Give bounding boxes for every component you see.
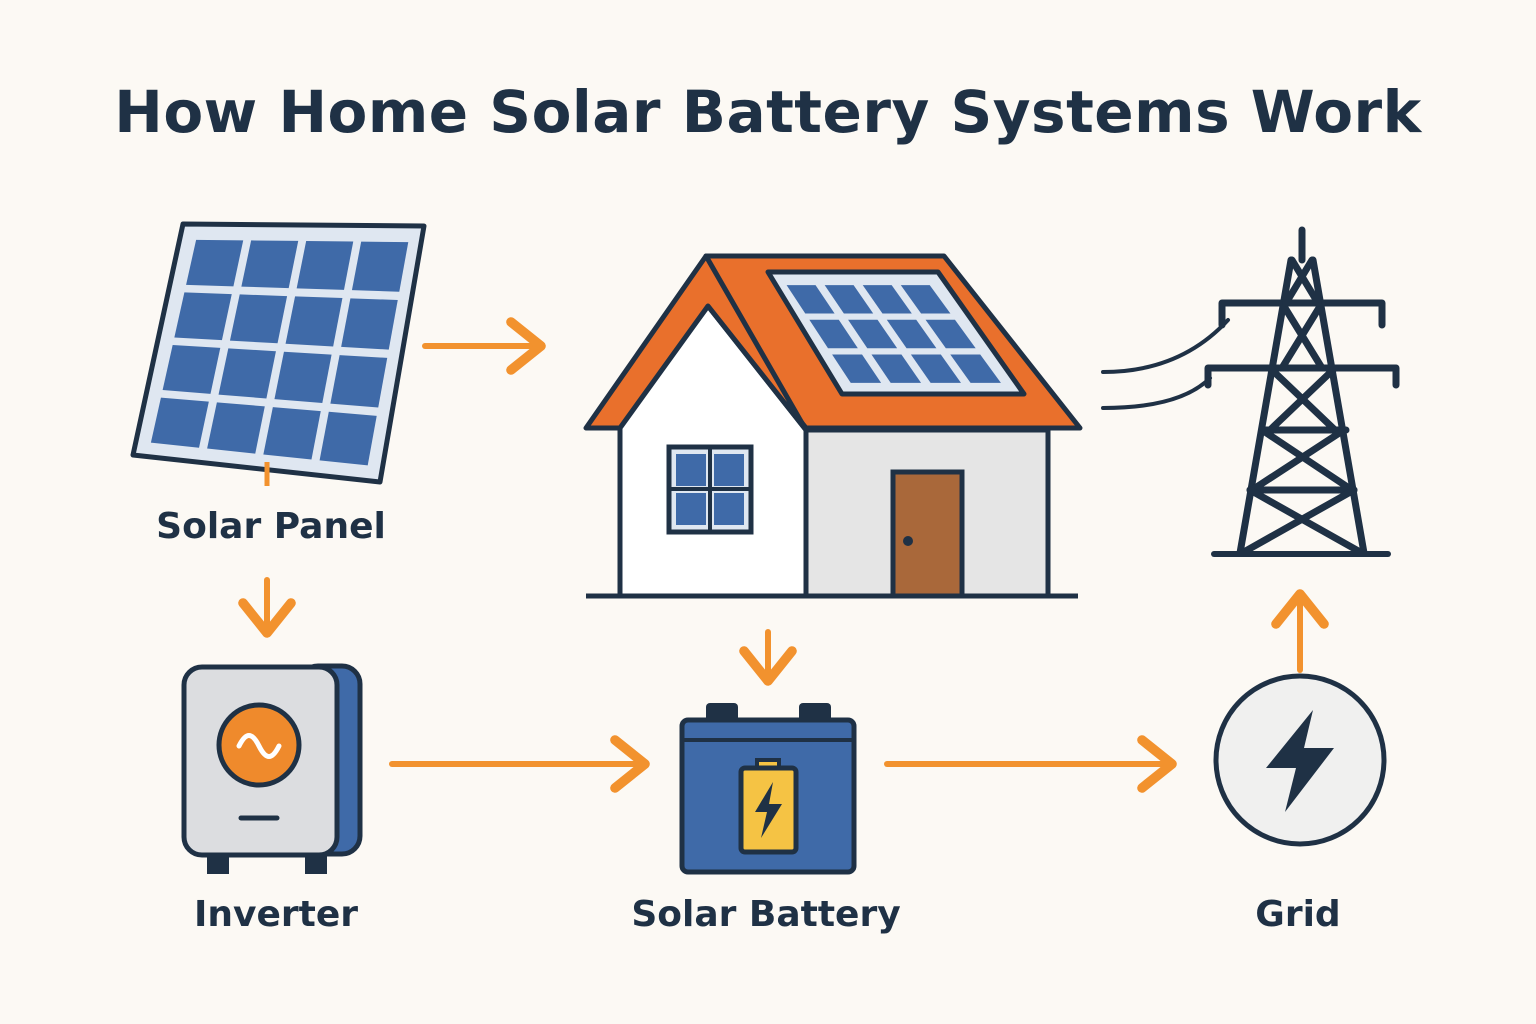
panel-cell (296, 241, 354, 290)
panel-cell (241, 240, 299, 289)
panel-cell (263, 407, 321, 460)
panel-cell (950, 354, 1001, 383)
panel-cell (351, 241, 409, 292)
panel-cell (925, 319, 976, 349)
panel-cell (186, 239, 244, 287)
panel-cell (174, 292, 232, 341)
house-icon (583, 253, 1083, 599)
panel-cell (910, 354, 961, 383)
panel-cell (824, 285, 874, 314)
panel-cell (285, 296, 343, 347)
panel-cell (809, 319, 858, 349)
page-title: How Home Solar Battery Systems Work (114, 78, 1422, 146)
label-solar-battery: Solar Battery (631, 894, 901, 935)
flow-arrows (238, 317, 1329, 793)
panel-cell (162, 345, 221, 394)
panel-cell (218, 348, 276, 399)
panel-cell (274, 351, 332, 403)
label-inverter: Inverter (193, 894, 359, 935)
label-solar-panel: Solar Panel (156, 506, 386, 547)
panel-cell (862, 285, 912, 314)
panel-cell (848, 319, 898, 349)
panel-cell (871, 354, 922, 383)
battery-icon (679, 703, 857, 875)
panel-cell (832, 354, 882, 383)
panel-cell (330, 355, 388, 408)
panel-cell (341, 298, 398, 350)
panel-cell (207, 402, 265, 454)
lightning-icon (1213, 673, 1387, 847)
panel-cell (150, 397, 209, 448)
panel-cell (319, 411, 377, 466)
solar-panel-icon (130, 221, 427, 486)
label-grid: Grid (1255, 894, 1341, 935)
power-tower-icon (1101, 226, 1400, 557)
inverter-icon (181, 663, 363, 874)
panel-cell (229, 294, 288, 344)
panel-cell (786, 285, 835, 314)
panel-cell (900, 285, 951, 314)
panel-cell (886, 319, 937, 349)
